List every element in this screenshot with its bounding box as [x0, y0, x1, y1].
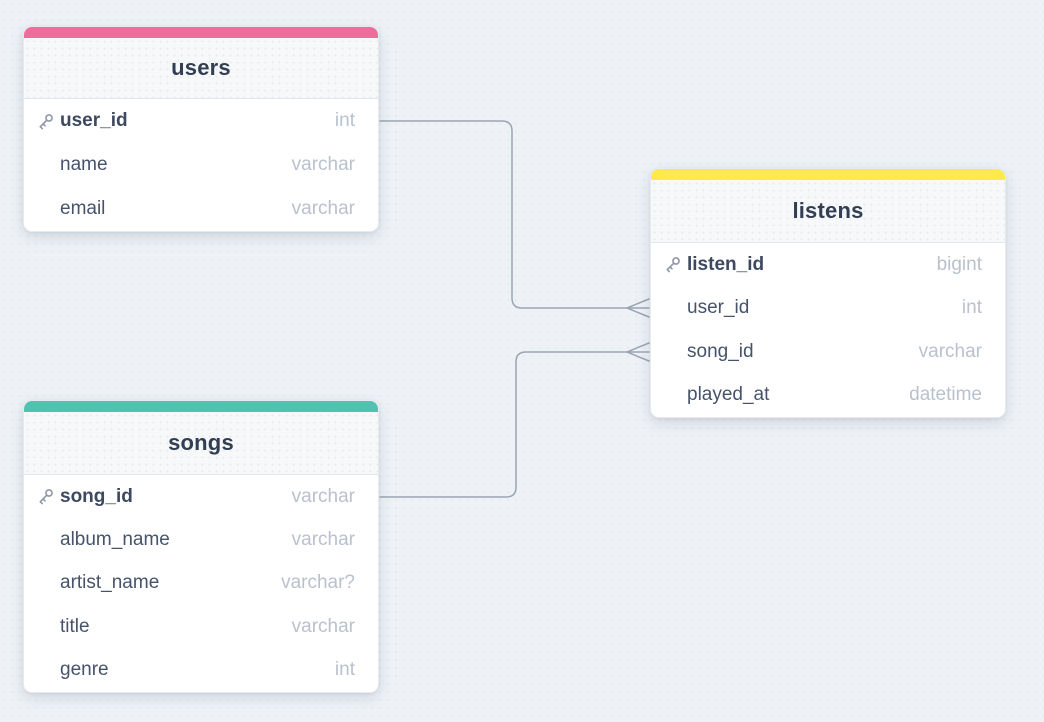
field-row-songs-title[interactable]: title varchar [24, 605, 378, 649]
field-row-users-user_id[interactable]: user_id int [24, 99, 378, 143]
field-name: user_id [687, 297, 750, 319]
field-row-listens-user_id[interactable]: user_id int [651, 286, 1005, 330]
table-users-title: users [171, 55, 231, 80]
field-row-songs-genre[interactable]: genre int [24, 648, 378, 692]
field-row-users-name[interactable]: name varchar [24, 143, 378, 187]
field-type: int [961, 297, 982, 319]
table-songs-accent-bar [24, 401, 378, 412]
field-name: genre [60, 659, 109, 681]
field-type: varchar [291, 615, 355, 637]
field-type: int [334, 659, 355, 681]
field-type: varchar [291, 529, 355, 551]
field-row-songs-song_id[interactable]: song_id varchar [24, 475, 378, 519]
field-name: title [60, 615, 90, 637]
crow-foot-many-icon [626, 342, 650, 362]
field-name: played_at [687, 384, 770, 406]
field-row-songs-artist_name[interactable]: artist_name varchar? [24, 561, 378, 606]
field-name: email [60, 198, 106, 219]
table-users[interactable]: users user_id int name varchar email var… [23, 26, 379, 232]
table-songs[interactable]: songs song_id varchar album_name varchar… [23, 400, 379, 693]
relationship-users-listens[interactable] [379, 120, 650, 318]
field-name: album_name [60, 529, 170, 551]
relationship-users-listens-line[interactable] [379, 120, 628, 309]
field-type: varchar [918, 340, 982, 362]
table-songs-title: songs [168, 430, 234, 455]
field-row-listens-played_at[interactable]: played_at datetime [651, 373, 1005, 417]
table-listens-title: listens [792, 198, 864, 223]
field-row-listens-listen_id[interactable]: listen_id bigint [651, 243, 1005, 287]
primary-key-icon [664, 256, 681, 273]
field-type: varchar [291, 154, 355, 175]
field-type: varchar? [281, 572, 355, 594]
table-listens-header[interactable]: listens [651, 180, 1005, 243]
table-users-header[interactable]: users [24, 38, 378, 99]
field-row-listens-song_id[interactable]: song_id varchar [651, 330, 1005, 374]
field-row-songs-album_name[interactable]: album_name varchar [24, 518, 378, 562]
field-name: song_id [687, 340, 754, 362]
field-type: varchar [291, 198, 355, 219]
field-name: listen_id [687, 253, 765, 275]
field-type: int [334, 110, 355, 131]
field-type: bigint [936, 253, 982, 275]
relationship-songs-listens[interactable] [379, 342, 650, 498]
relationship-songs-listens-line[interactable] [379, 351, 628, 498]
table-songs-header[interactable]: songs [24, 412, 378, 475]
table-users-accent-bar [24, 27, 378, 38]
field-type: varchar [291, 485, 355, 507]
crow-foot-many-icon [626, 298, 650, 318]
primary-key-icon [37, 113, 54, 130]
field-type: datetime [909, 384, 982, 406]
field-name: song_id [60, 485, 133, 507]
field-row-users-email[interactable]: email varchar [24, 187, 378, 231]
field-name: user_id [60, 110, 128, 131]
table-listens[interactable]: listens listen_id bigint user_id int son… [650, 168, 1006, 418]
primary-key-icon [37, 488, 54, 505]
field-name: name [60, 154, 108, 175]
field-name: artist_name [60, 572, 160, 594]
table-listens-accent-bar [651, 169, 1005, 180]
